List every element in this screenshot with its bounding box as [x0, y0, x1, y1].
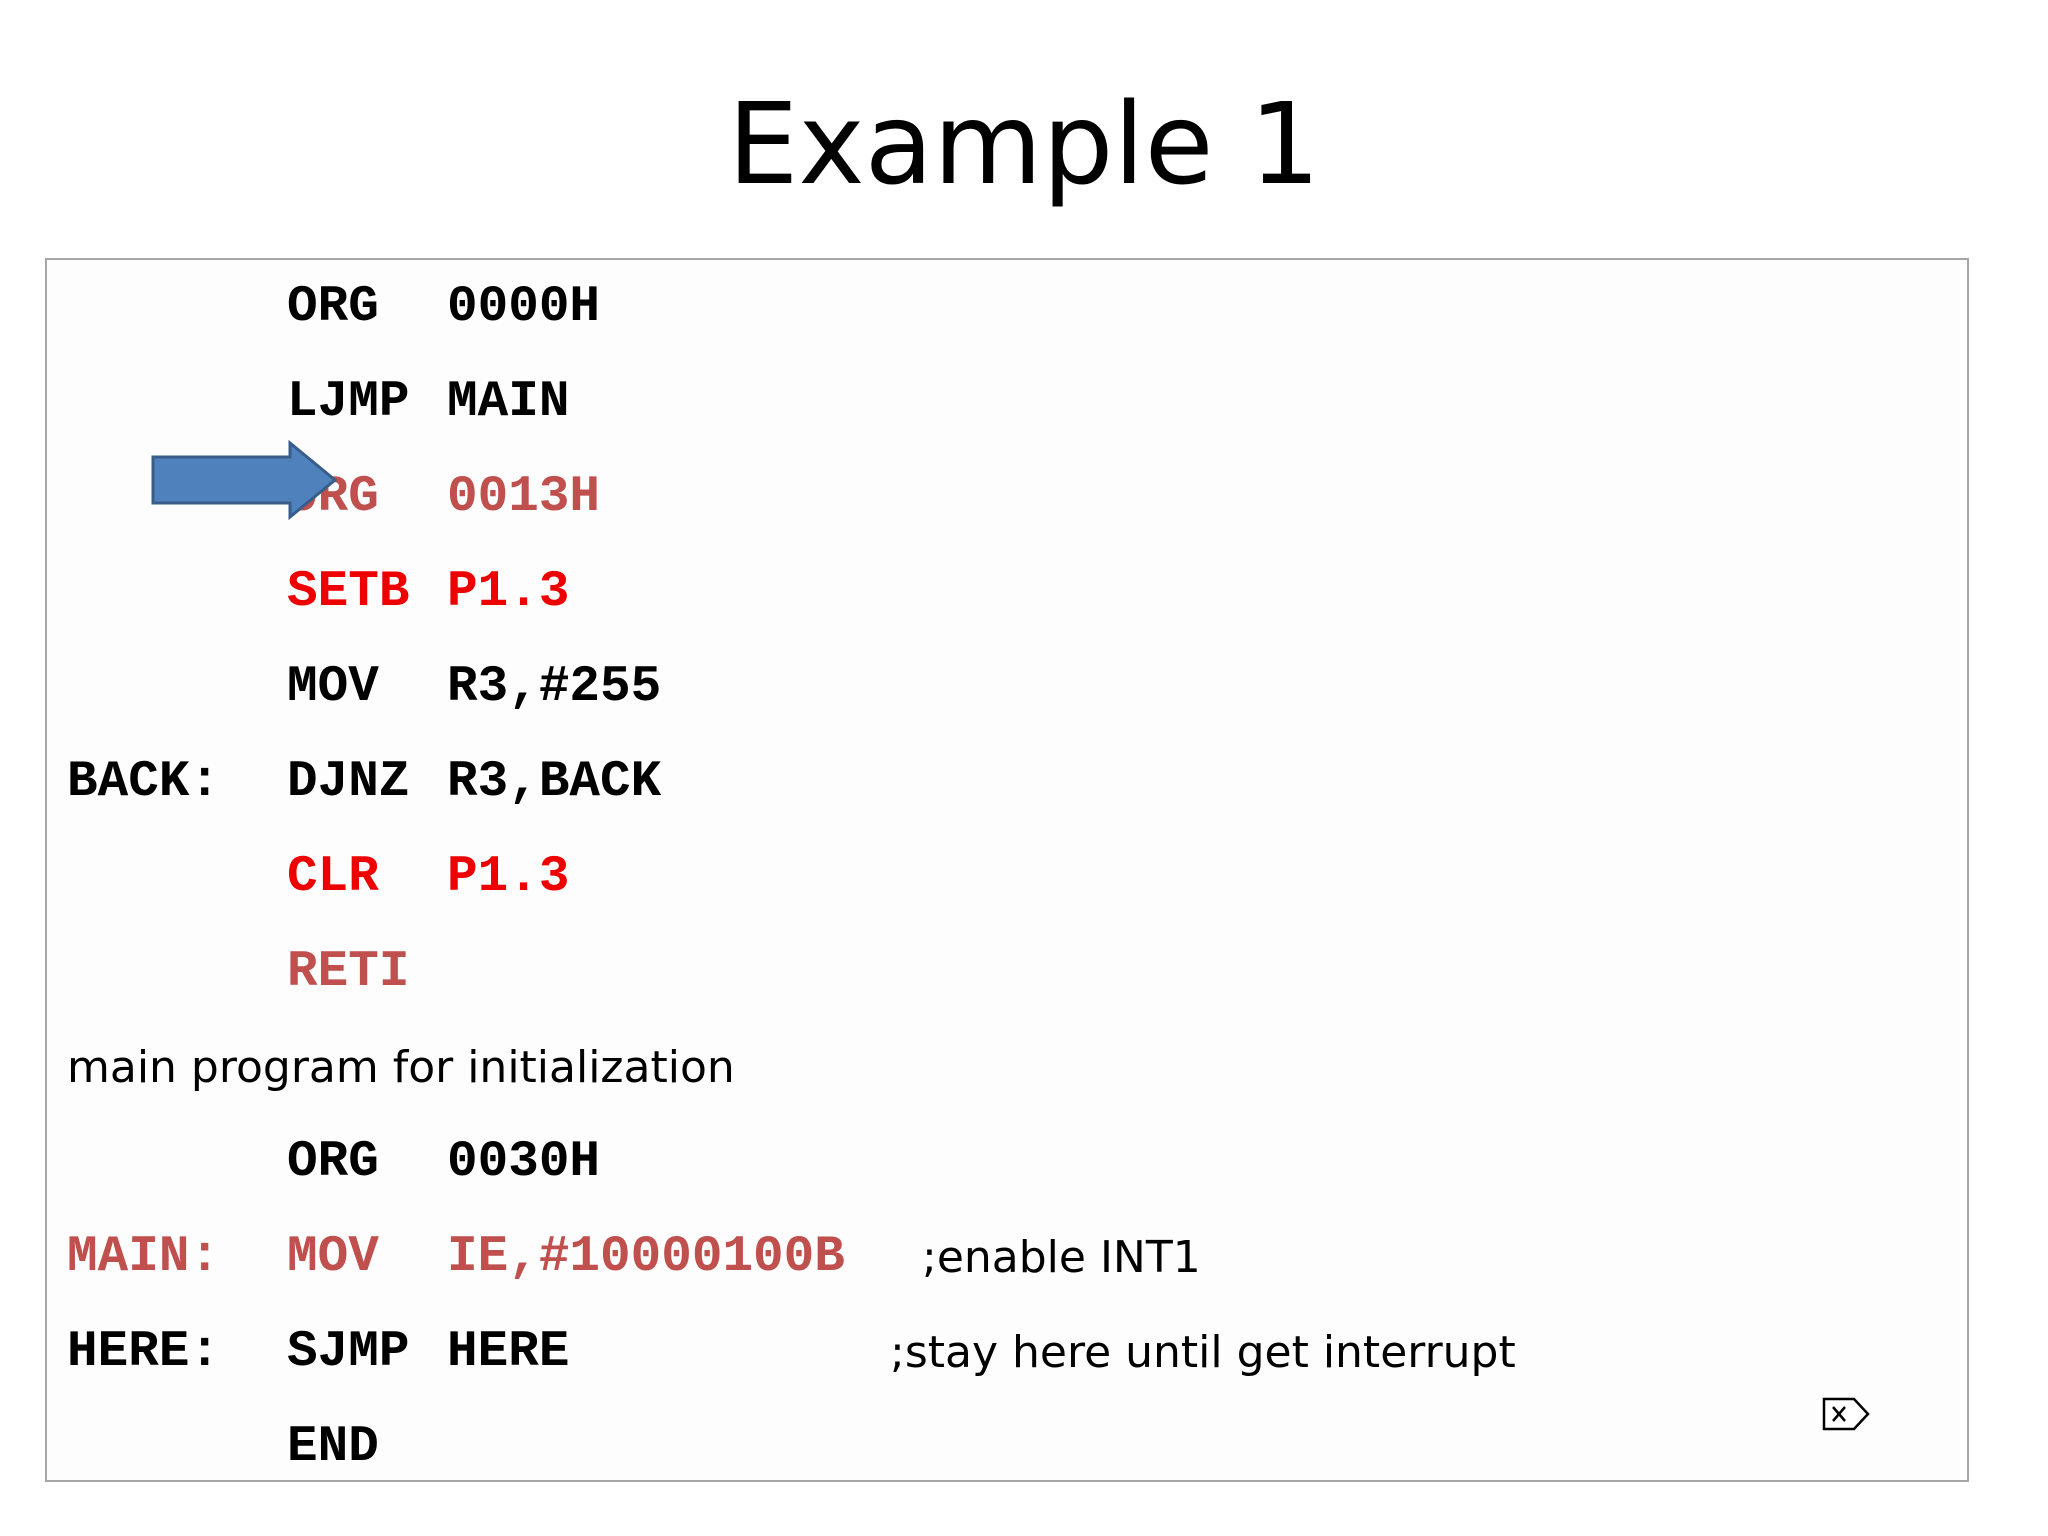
code-line-clr: CLR P1.3 [47, 838, 1967, 918]
code-opcode: SJMP [287, 1324, 410, 1381]
code-note-text: main program for initialization [67, 1042, 735, 1093]
code-line-reti: RETI [47, 933, 1967, 1013]
code-opcode: MOV [287, 1229, 379, 1286]
code-line-end: END [47, 1408, 1967, 1488]
code-label: BACK: [67, 754, 221, 811]
right-arrow-icon [151, 440, 338, 520]
code-operand: MAIN [447, 374, 570, 431]
code-opcode: END [287, 1419, 379, 1476]
code-line-org-0000h: ORG 0000H [47, 268, 1967, 348]
code-operand: P1.3 [447, 849, 570, 906]
code-line-setb: SETB P1.3 [47, 553, 1967, 633]
code-opcode: ORG [287, 1134, 379, 1191]
code-operand: 0000H [447, 279, 601, 336]
code-line-main-mov-ie: MAIN: MOV IE,#10000100B ;enable INT1 [47, 1218, 1967, 1298]
slide-title: Example 1 [727, 80, 1321, 210]
tag-close-icon[interactable] [1822, 1397, 1870, 1431]
code-label: MAIN: [67, 1229, 221, 1286]
code-opcode: RETI [287, 944, 410, 1001]
code-line-here-sjmp: HERE: SJMP HERE ;stay here until get int… [47, 1313, 1967, 1393]
code-line-org-0030h: ORG 0030H [47, 1123, 1967, 1203]
code-comment: ;enable INT1 [922, 1232, 1201, 1283]
code-comment: ;stay here until get interrupt [890, 1327, 1516, 1378]
code-operand: 0030H [447, 1134, 601, 1191]
code-opcode: SETB [287, 564, 410, 621]
code-operand: R3,#255 [447, 659, 662, 716]
code-opcode: MOV [287, 659, 379, 716]
code-opcode: CLR [287, 849, 379, 906]
code-opcode: DJNZ [287, 754, 410, 811]
code-line-mov-r3: MOV R3,#255 [47, 648, 1967, 728]
code-opcode: LJMP [287, 374, 410, 431]
code-operand: R3,BACK [447, 754, 662, 811]
code-operand: P1.3 [447, 564, 570, 621]
code-operand: IE,#10000100B [447, 1229, 845, 1286]
code-note: main program for initialization [47, 1028, 1967, 1108]
code-label: HERE: [67, 1324, 221, 1381]
code-opcode: ORG [287, 279, 379, 336]
code-operand: HERE [447, 1324, 570, 1381]
code-line-ljmp-main: LJMP MAIN [47, 363, 1967, 443]
code-listing: ORG 0000H LJMP MAIN ORG 0013H SETB P1.3 … [45, 258, 1969, 1482]
code-line-back-djnz: BACK: DJNZ R3,BACK [47, 743, 1967, 823]
code-operand: 0013H [447, 469, 601, 526]
